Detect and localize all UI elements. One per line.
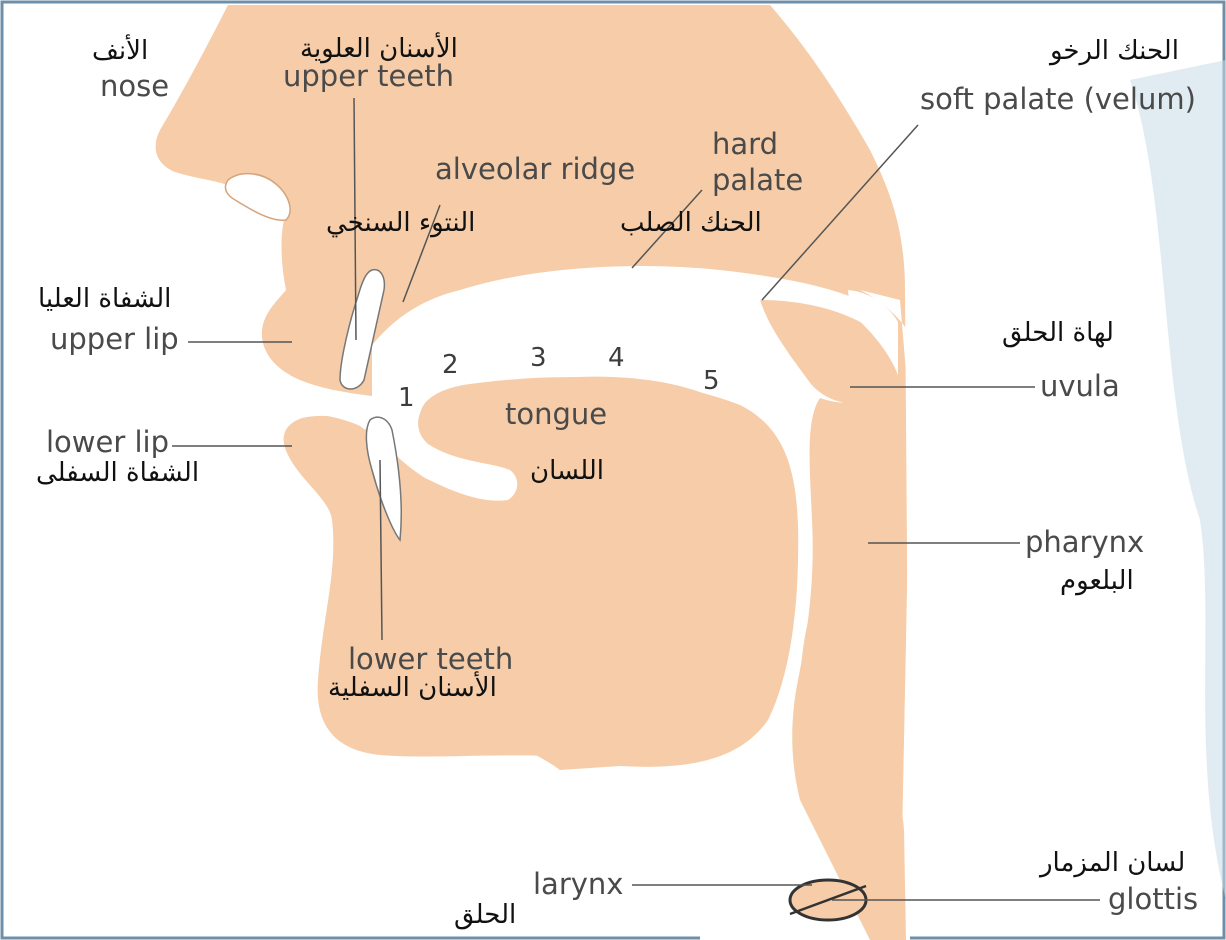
nose-label-ar: الأنف: [92, 38, 148, 64]
place-number-1: 1: [398, 385, 415, 411]
larynx-label: larynx: [533, 870, 623, 899]
tongue-label: tongue: [505, 400, 607, 429]
alveolar-ridge-label-ar: النتوء السنخي: [326, 210, 475, 236]
place-number-5: 5: [703, 368, 720, 394]
place-number-4: 4: [608, 345, 625, 371]
pharynx-label-ar: البلعوم: [1060, 568, 1134, 594]
glottis-label-ar: لسان المزمار: [1040, 850, 1185, 876]
pharynx-label: pharynx: [1025, 528, 1144, 557]
place-number-3: 3: [530, 345, 547, 371]
upper-lip-label-ar: الشفاة العليا: [38, 286, 171, 312]
nose-label: nose: [100, 72, 169, 101]
larynx-label-ar: الحلق: [454, 902, 516, 928]
tongue-label-ar: اللسان: [530, 458, 604, 484]
tongue: [400, 377, 798, 770]
lower-lip-label: lower lip: [46, 428, 169, 457]
hard-palate-label-1: hard: [712, 130, 778, 159]
glottis-label: glottis: [1108, 885, 1198, 914]
hard-palate-label-2: palate: [712, 166, 803, 195]
soft-palate-label-ar: الحنك الرخو: [1050, 38, 1179, 64]
soft-palate-label: soft palate (velum): [920, 85, 1196, 114]
uvula-label: uvula: [1040, 372, 1120, 401]
background-texture: [1130, 60, 1226, 900]
lower-teeth-label: lower teeth: [348, 645, 513, 674]
lower-lip-label-ar: الشفاة السفلى: [36, 460, 199, 486]
place-number-2: 2: [442, 352, 459, 378]
lower-teeth-label-ar: الأسنان السفلية: [328, 675, 497, 701]
uvula-label-ar: لهاة الحلق: [1002, 320, 1114, 346]
alveolar-ridge-label: alveolar ridge: [435, 155, 635, 184]
upper-teeth-label: upper teeth: [283, 62, 454, 91]
hard-palate-label-ar: الحنك الصلب: [620, 210, 762, 236]
upper-lip-label: upper lip: [50, 325, 179, 354]
